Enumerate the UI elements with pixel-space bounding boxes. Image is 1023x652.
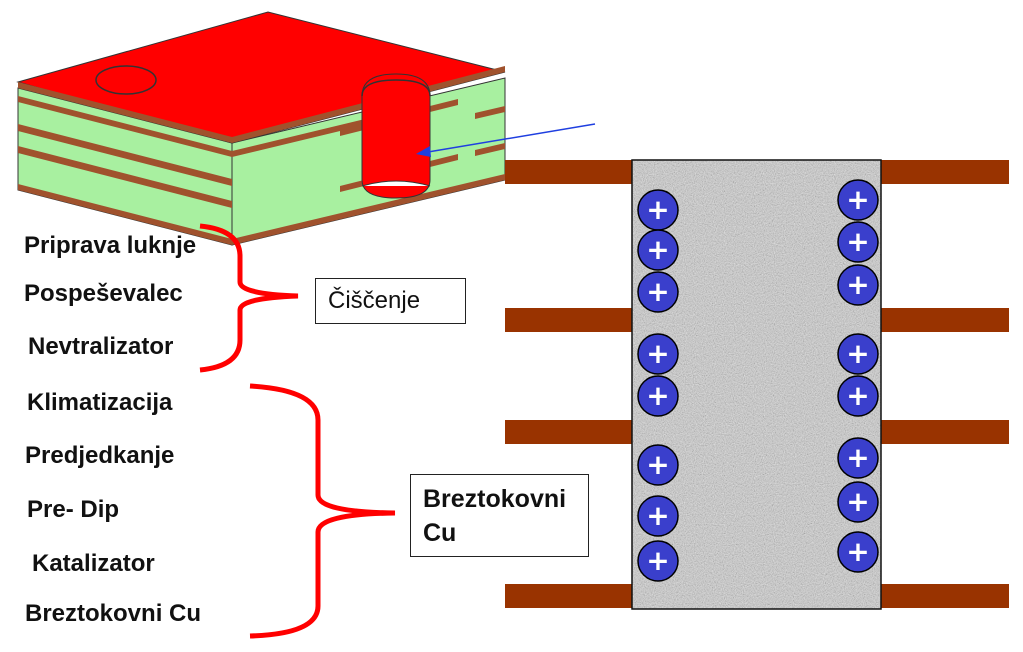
positive-ion-icon: + [637,495,679,537]
svg-text:+: + [846,268,869,301]
step-pre-dip: Pre- Dip [27,496,120,523]
svg-text:+: + [846,441,869,474]
positive-ion-icon: + [637,375,679,417]
positive-ion-icon: + [637,189,679,231]
svg-text:+: + [846,337,869,370]
copper-trace-right [881,420,1009,444]
group-box-electroless-cu: Breztokovni Cu [410,474,589,557]
pcb-inner-layer [18,124,232,186]
svg-text:+: + [846,379,869,412]
pcb-trace [340,123,368,136]
positive-ion-icon: + [637,540,679,582]
svg-text:+: + [846,225,869,258]
via-hole-wall-icon [361,73,431,199]
svg-text:+: + [646,448,669,481]
pcb-inner-layer [232,119,365,157]
positive-ion-icon: + [637,229,679,271]
via-hole-bottom [361,180,431,187]
step-hole-preparation: Priprava luknje [24,232,197,259]
positive-ion-icon: + [837,375,879,417]
pointer-arrow-icon [416,123,596,157]
positive-ion-icon: + [837,179,879,221]
step-accelerator: Pospeševalec [24,280,183,307]
pcb-trace [430,154,458,167]
positive-ion-icon: + [837,437,879,479]
positive-ion-icon: + [637,444,679,486]
copper-trace-left [505,420,632,444]
step-pre-etch: Predjedkanje [25,442,175,469]
svg-text:+: + [646,499,669,532]
copper-trace-right [881,308,1009,332]
pcb-trace [430,99,458,112]
group-box-cleaning: Čiščenje [315,278,466,324]
svg-text:+: + [846,485,869,518]
pcb-trace [475,143,505,156]
pcb-top-edge [18,82,232,143]
svg-text:+: + [646,544,669,577]
copper-trace-right [881,160,1009,184]
pcb-inner-layer [232,174,505,245]
bracket-cleaning [199,223,299,373]
pcb-trace [475,106,505,119]
positive-ion-icon: + [837,221,879,263]
step-electroless-cu: Breztokovni Cu [25,600,202,627]
pcb-pad [95,65,157,95]
svg-text:+: + [646,337,669,370]
svg-text:+: + [646,193,669,226]
pcb-trace [340,179,368,192]
pcb-inner-layer [18,184,232,245]
hole-outline [631,159,882,610]
pcb-inner-layer [18,96,232,157]
hole-detail: + + + + + + + + + + + + + + + + [505,159,1009,610]
copper-trace-right [881,584,1009,608]
via-hole-rim [361,79,431,97]
svg-text:+: + [646,233,669,266]
positive-ion-icon: + [837,333,879,375]
step-neutralizer: Nevtralizator [28,333,174,360]
copper-trace-left [505,160,632,184]
positive-ion-icon: + [837,531,879,573]
svg-text:+: + [646,379,669,412]
pcb-inner-layer [18,146,232,208]
step-catalyst: Katalizator [32,550,155,577]
group-label-cleaning: Čiščenje [328,287,421,314]
bracket-electroless-cu [249,383,396,639]
copper-trace-left [505,584,632,608]
positive-ion-icon: + [837,481,879,523]
positive-ion-icon: + [637,333,679,375]
positive-ion-icon: + [637,271,679,313]
group-label-electroless-cu-line2: Cu [423,519,457,547]
copper-trace-left [505,308,632,332]
pcb-cross-section-icon [16,11,506,246]
positive-ion-icon: + [837,264,879,306]
step-conditioning: Klimatizacija [27,389,173,416]
group-label-electroless-cu-line1: Breztokovni [423,485,567,513]
svg-text:+: + [646,275,669,308]
svg-text:+: + [846,183,869,216]
svg-text:+: + [846,535,869,568]
